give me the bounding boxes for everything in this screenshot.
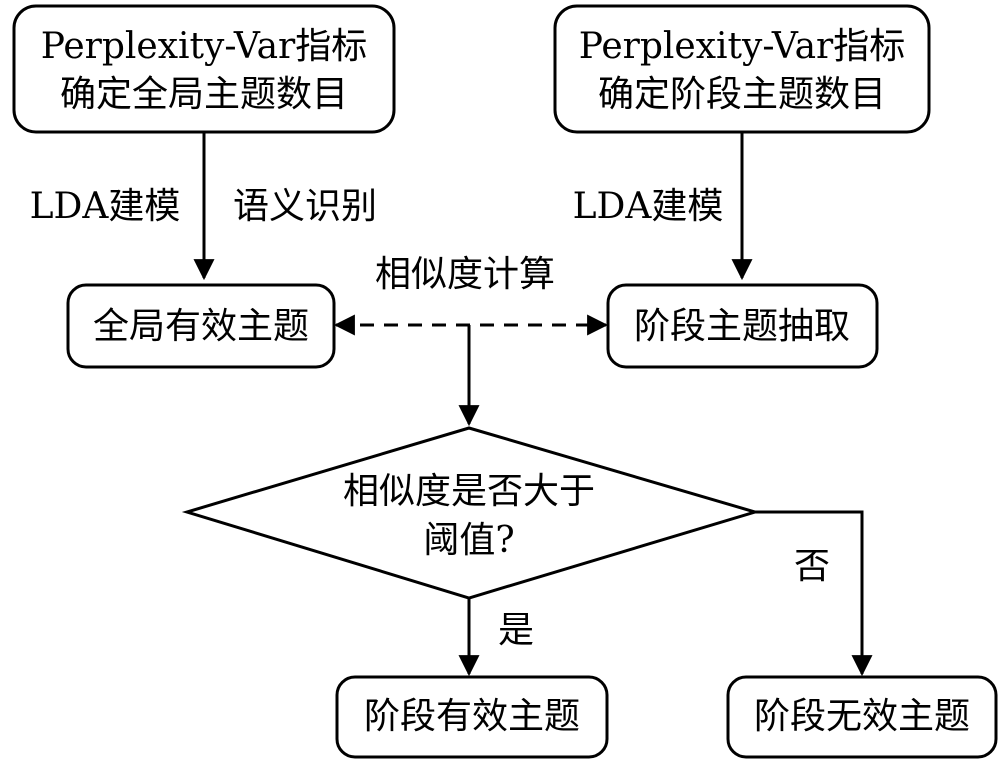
global-topic-count-node: Perplexity-Var指标 确定全局主题数目 [12,4,396,134]
stage-topic-count-line2: 确定阶段主题数目 [598,74,886,115]
global-topic-count-line2: 确定全局主题数目 [60,74,348,115]
stage-valid-topics-node: 阶段有效主题 [335,675,609,759]
stage-invalid-topics-label: 阶段无效主题 [754,696,970,737]
stage-valid-topics-label: 阶段有效主题 [364,696,580,737]
arrow-no [755,510,873,677]
global-topic-count-line1: Perplexity-Var指标 [41,26,368,67]
label-similarity-calc: 相似度计算 [375,254,555,295]
stage-invalid-topics-node: 阶段无效主题 [726,675,998,759]
stage-topic-count-line1: Perplexity-Var指标 [579,26,906,67]
decision-node: 相似度是否大于 阈值? [181,426,761,600]
decision-line1: 相似度是否大于 [343,471,595,512]
label-no: 否 [794,546,830,587]
label-lda-right: LDA建模 [573,186,724,227]
label-semantic-recognition: 语义识别 [233,186,377,227]
stage-topic-extraction-node: 阶段主题抽取 [606,283,879,369]
global-valid-topics-node: 全局有效主题 [66,283,336,369]
decision-line2: 阈值? [423,520,514,561]
stage-topic-count-node: Perplexity-Var指标 确定阶段主题数目 [553,4,931,134]
label-yes: 是 [498,610,534,651]
global-valid-topics-label: 全局有效主题 [93,306,309,347]
label-lda-left: LDA建模 [30,186,181,227]
stage-topic-extraction-label: 阶段主题抽取 [634,306,850,347]
